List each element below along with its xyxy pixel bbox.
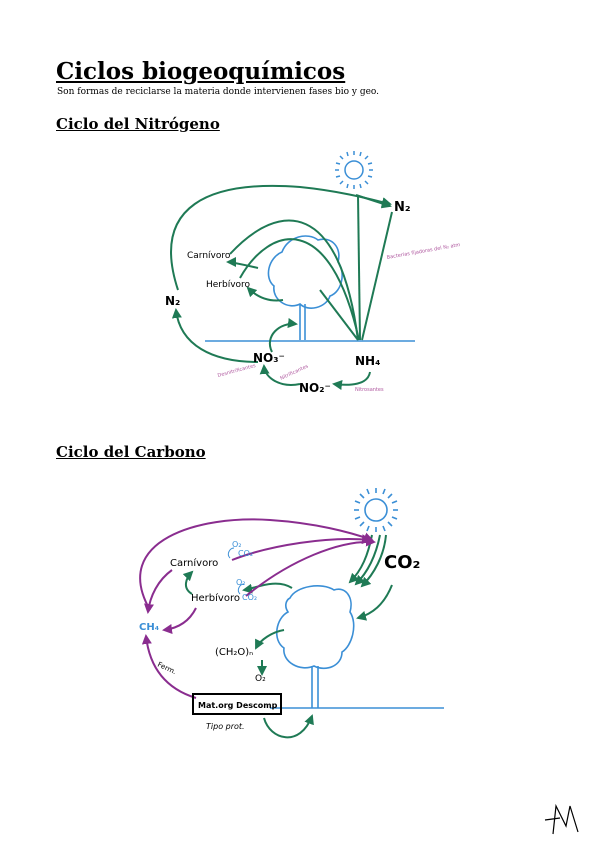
page-subtitle: Son formas de reciclarse la materia dond… <box>57 87 380 97</box>
arrow-no3-to-tree <box>269 318 298 353</box>
arrow-sun-to-tree-2 <box>354 534 381 586</box>
no3-label: NO₃⁻ <box>253 351 285 365</box>
arrow-carnivore-to-ch4 <box>144 569 173 614</box>
arrow-tree-to-ch2o <box>255 629 285 650</box>
ch2o-label: (CH₂O)ₙ <box>215 647 253 658</box>
ch4-label: CH₄ <box>139 622 159 633</box>
co2-carnivore-label: CO₂ <box>238 549 253 558</box>
arrow-herbivore-to-nh4 <box>239 238 360 341</box>
signature-icon <box>544 803 579 835</box>
carbon-cycle: CO₂ Carnívoro O₂ CO₂ Herbívoro O₂ CO₂ CH… <box>139 488 444 739</box>
sun-icon <box>335 151 373 189</box>
matorg-label: Mat.org Descomp <box>198 701 278 710</box>
arrow-sun-to-n2 <box>355 194 392 209</box>
arrow-nh4-to-n2 <box>357 194 361 341</box>
carnivore-label: Carnívoro <box>170 557 218 569</box>
o2-carnivore-label: O₂ <box>232 540 242 549</box>
nh4-label: NH₄ <box>355 354 380 368</box>
sun-icon <box>354 488 398 532</box>
arrow-carnivore-to-co2 <box>231 534 372 561</box>
matorg-box <box>192 693 282 715</box>
tree-icon <box>267 235 343 340</box>
page-title: Ciclos biogeoquímicos <box>56 58 346 85</box>
herbivore-label: Herbívoro <box>206 280 251 290</box>
arrow-ch4-loop-to-co2 <box>139 518 374 611</box>
note-fixation: Bacterias fijadoras del N₂ atm <box>386 242 461 261</box>
bracket-herbivore <box>237 583 245 595</box>
arrow-herbivore-to-carnivore <box>182 570 194 595</box>
note-denitrifiers: Desnitrificantes <box>217 363 257 379</box>
bracket-carnivore <box>227 547 235 559</box>
arrow-co2-to-tree <box>356 584 393 621</box>
o2-herbivore-label: O₂ <box>236 578 246 587</box>
arrow-herbivore-to-ch4 <box>162 607 197 634</box>
note-nitrifiers: Nitrificantes <box>279 363 309 381</box>
arrow-carnivore-to-nh4 <box>229 219 359 341</box>
n2-right-label: N₂ <box>394 200 411 215</box>
tree-icon <box>276 585 355 708</box>
o2-tree-label: O₂ <box>255 674 266 684</box>
herbivore-label: Herbívoro <box>191 592 240 604</box>
arrow-matorg-to-ch4 <box>141 634 197 699</box>
co2-herbivore-label: CO₂ <box>242 593 257 602</box>
arrow-herbivore-to-carnivore <box>226 257 259 269</box>
carnivore-label: Carnívoro <box>187 251 231 261</box>
arrow-nh4-to-no2 <box>332 371 371 390</box>
n2-left-label: N₂ <box>165 294 180 308</box>
arrow-no2-to-no3 <box>259 364 301 386</box>
arrow-tree-to-herbivore <box>242 582 293 594</box>
arrow-matorg-to-tree <box>263 714 314 739</box>
no2-label: NO₂⁻ <box>299 381 331 395</box>
arrow-sun-to-tree-3 <box>360 534 387 588</box>
arrow-fixation <box>361 211 393 341</box>
carbon-heading: Ciclo del Carbono <box>56 443 206 461</box>
arrow-tree-to-herbivore <box>246 286 284 302</box>
arrow-herbivore-to-co2 <box>245 536 376 597</box>
nitrogen-cycle: N₂ N₂ Carnívoro Herbívoro NO₃⁻ NH₄ NO₂⁻ … <box>165 151 461 395</box>
arrow-no3-to-n2left <box>171 308 259 363</box>
co2-main-label: CO₂ <box>384 552 420 573</box>
arrow-tree-to-nh4 <box>319 289 359 341</box>
tipo-label: Tipo prot. <box>206 722 245 731</box>
nitrogen-heading: Ciclo del Nitrógeno <box>56 115 220 133</box>
note-nitrosantes: Nitrosantes <box>355 387 384 393</box>
